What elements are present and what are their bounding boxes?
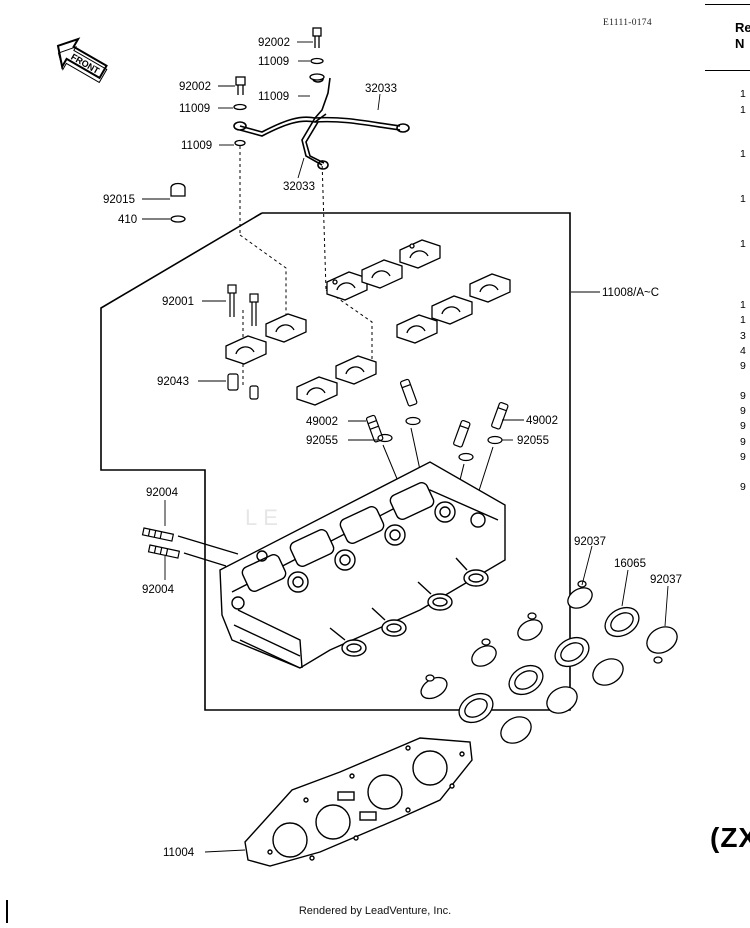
part-label: 11009 <box>181 140 212 152</box>
cylinder-head <box>219 461 506 669</box>
part-label: 49002 <box>306 416 338 428</box>
part-label: 32033 <box>283 181 315 193</box>
bolt-92002-top <box>309 27 325 81</box>
ref-fragment: 9 <box>740 436 746 448</box>
ref-fragment: 1 <box>740 299 746 311</box>
footer-credit: Rendered by LeadVenture, Inc. <box>298 905 452 917</box>
ref-fragment: 9 <box>740 451 746 463</box>
part-label: 92055 <box>517 435 549 447</box>
part-label: 92004 <box>142 584 175 596</box>
part-label: 11008/A~C <box>602 287 659 299</box>
ref-fragment: 1 <box>740 88 746 100</box>
ref-fragment: 9 <box>740 405 746 417</box>
cap-nut-92015 <box>170 182 186 223</box>
diagram-code: E1111-0174 <box>603 18 652 28</box>
dowel-pins <box>227 373 259 400</box>
ref-fragment: 3 <box>740 330 746 342</box>
ref-fragment: 9 <box>740 360 746 372</box>
assembly-bracket <box>100 212 571 711</box>
ref-header-line1: Re <box>735 20 750 35</box>
oil-pipe <box>233 75 410 170</box>
stud-bolts <box>141 527 239 567</box>
part-label: 11004 <box>163 847 195 859</box>
ref-fragment: 1 <box>740 238 746 250</box>
cam-caps <box>225 239 511 406</box>
part-label: 92002 <box>258 37 290 49</box>
part-label: 92037 <box>650 574 682 586</box>
head-gasket <box>244 737 473 867</box>
part-label: 92004 <box>146 487 179 499</box>
label-leaders <box>142 41 669 853</box>
ref-fragment: 9 <box>740 481 746 493</box>
front-arrow-icon: FRONT <box>56 37 108 84</box>
watermark: LE <box>245 505 284 530</box>
part-label: 49002 <box>526 415 558 427</box>
cam-cap-bolts <box>227 284 259 326</box>
part-label: 16065 <box>614 558 646 570</box>
part-label: 410 <box>118 214 137 226</box>
ref-fragment: 1 <box>740 104 746 116</box>
ref-fragment: 9 <box>740 390 746 402</box>
divider <box>705 4 750 5</box>
divider <box>6 900 8 923</box>
part-label: 11009 <box>258 56 289 68</box>
ref-header: Re N <box>735 20 750 52</box>
ref-header-line2: N <box>735 36 745 51</box>
ref-fragment: 1 <box>740 148 746 160</box>
part-label: 11009 <box>179 103 210 115</box>
part-label: 92002 <box>179 81 211 93</box>
part-label: 92001 <box>162 296 194 308</box>
valve-guides <box>365 378 509 462</box>
bolt-92002-left <box>233 76 247 147</box>
part-label: 92015 <box>103 194 135 206</box>
ref-fragment: 1 <box>740 193 746 205</box>
intake-boots <box>420 580 678 744</box>
part-label: 92037 <box>574 536 606 548</box>
ref-fragment: 1 <box>740 314 746 326</box>
part-label: 11009 <box>258 91 289 103</box>
reference-column: Re N 1 1 1 1 1 1 1 3 4 9 9 9 9 9 9 9 (ZX <box>705 0 750 923</box>
part-label: 92055 <box>306 435 338 447</box>
divider <box>705 70 750 71</box>
model-fragment: (ZX <box>710 822 750 853</box>
part-label: 32033 <box>365 83 397 95</box>
ref-fragment: 4 <box>740 345 746 357</box>
part-label: 92043 <box>157 376 189 388</box>
ref-fragment: 9 <box>740 420 746 432</box>
